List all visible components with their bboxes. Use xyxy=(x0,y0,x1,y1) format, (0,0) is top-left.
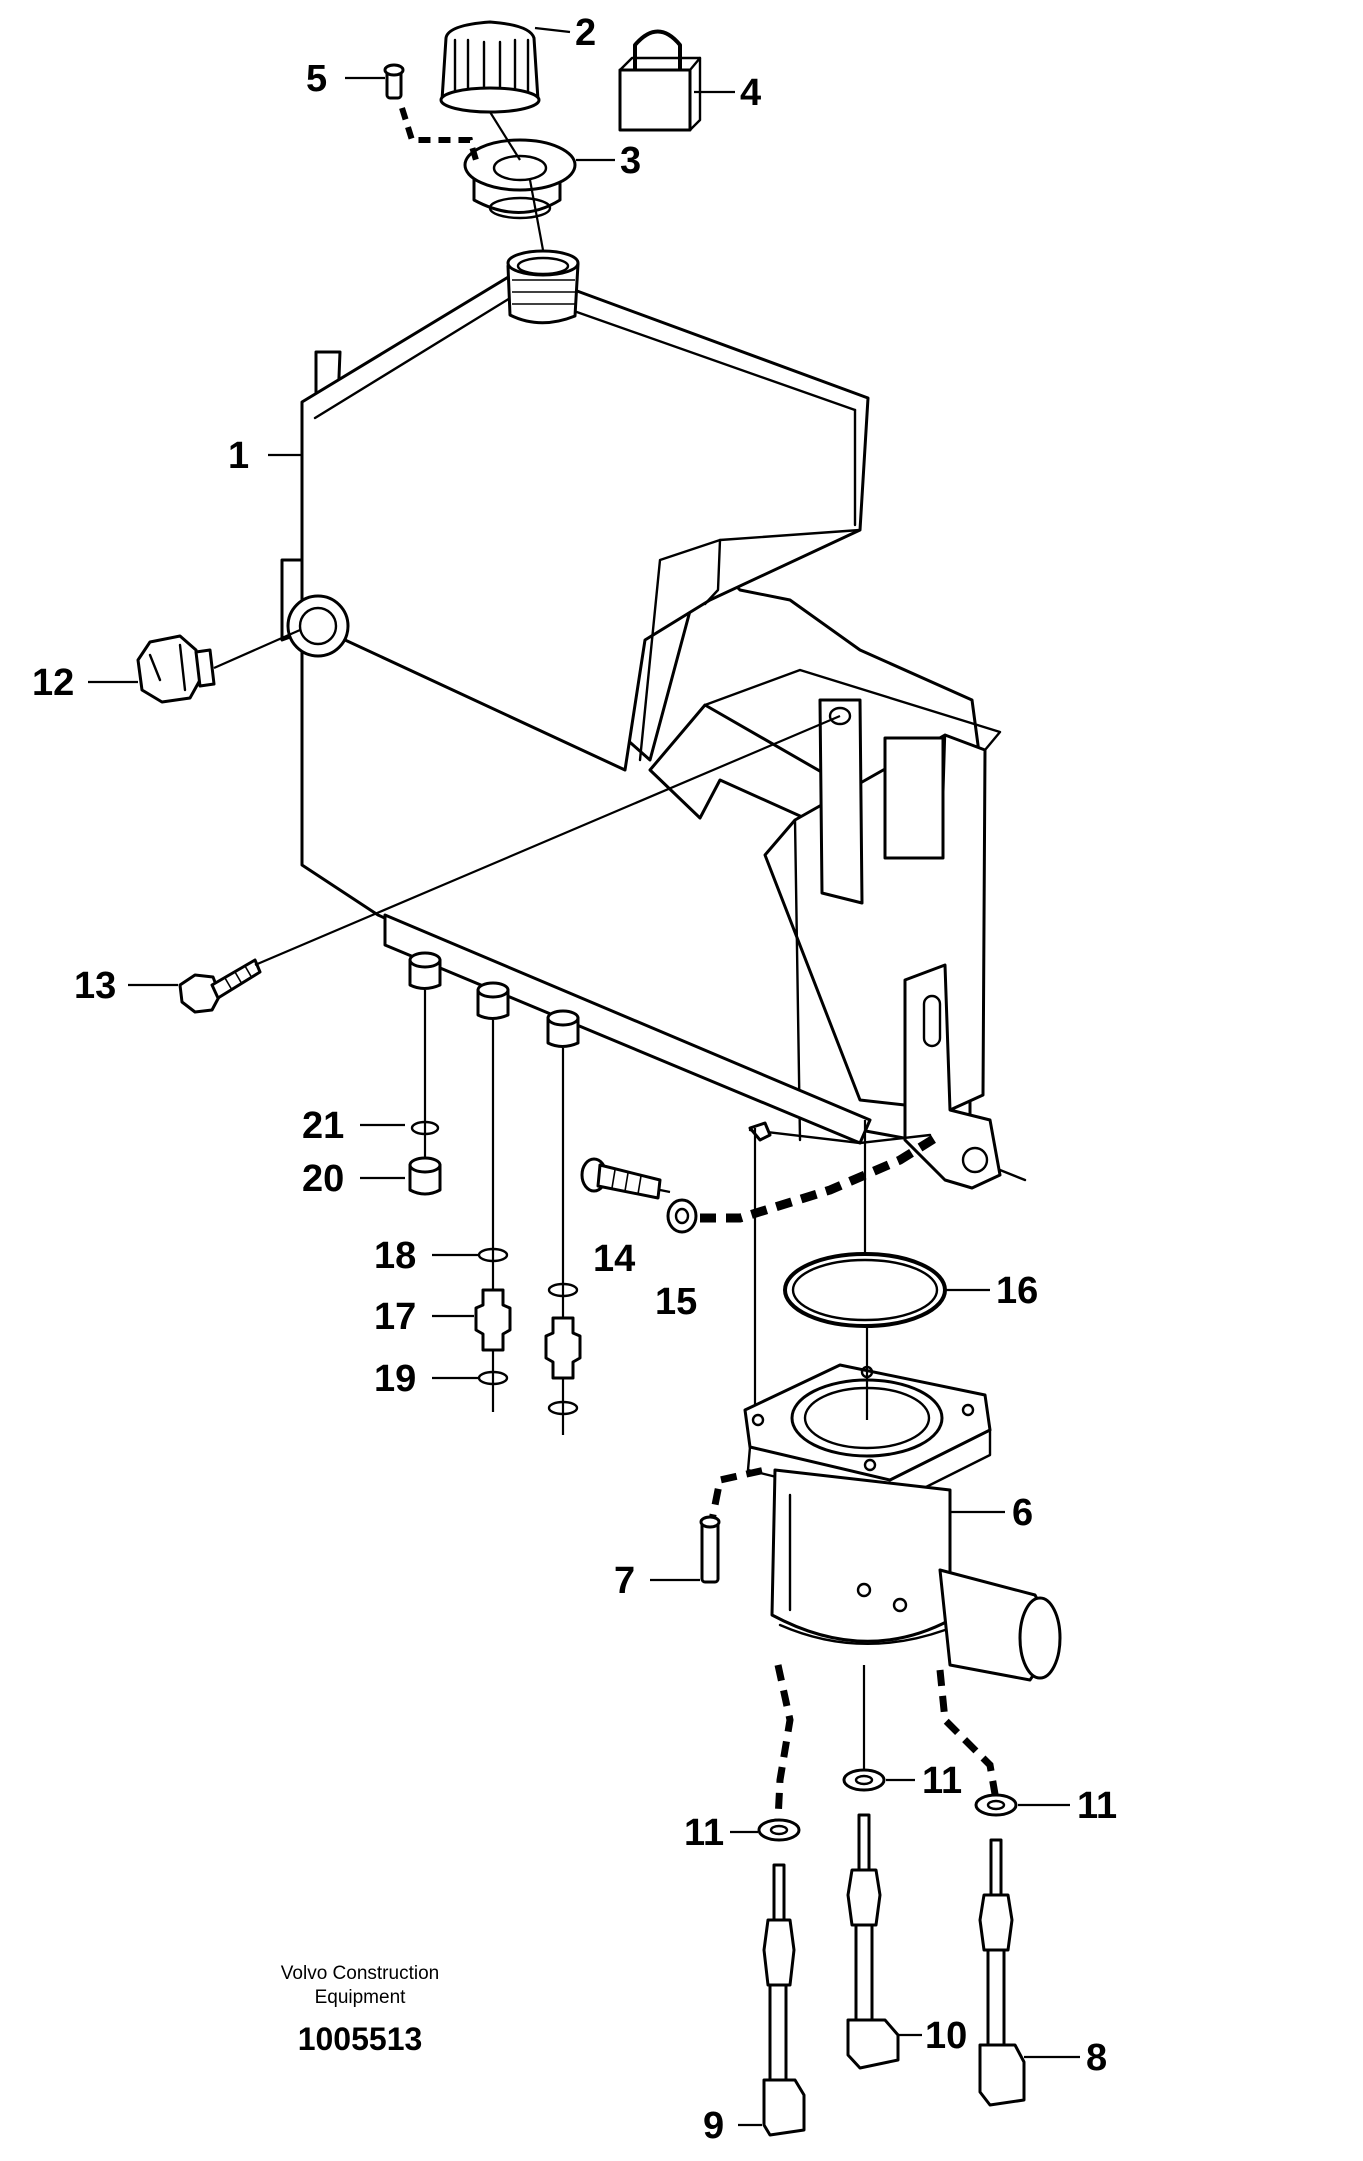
callout-11-left: 11 xyxy=(684,1812,725,1854)
callout-16: 16 xyxy=(996,1270,1039,1312)
drawing-number: 1005513 xyxy=(297,2021,423,2057)
callout-5: 5 xyxy=(306,58,328,100)
callout-2: 2 xyxy=(575,12,597,54)
bolt-part-13 xyxy=(178,714,841,1014)
screw-part-5 xyxy=(383,63,479,161)
sensor-part-8 xyxy=(936,1669,1026,2107)
callout-11-right: 11 xyxy=(1077,1785,1118,1827)
company-name-line2: Equipment xyxy=(314,1987,406,2008)
callout-14: 14 xyxy=(593,1238,636,1280)
housing-part-6 xyxy=(706,1325,1062,1682)
callout-19: 19 xyxy=(374,1358,417,1400)
sensor-part-9 xyxy=(757,1664,806,2137)
padlock-part-4 xyxy=(618,29,702,132)
company-name-line1: Volvo Construction xyxy=(280,1963,440,1984)
company-caption: Volvo Construction Equipment xyxy=(250,1962,470,2010)
callout-3: 3 xyxy=(620,140,642,182)
callout-10: 10 xyxy=(925,2015,968,2057)
callout-15: 15 xyxy=(655,1281,698,1323)
callout-7: 7 xyxy=(614,1560,636,1602)
filler-cap-part-2 xyxy=(439,20,541,114)
drain-plug-assembly xyxy=(408,990,442,1196)
callout-6: 6 xyxy=(1012,1492,1034,1534)
callout-11-center: 11 xyxy=(922,1760,963,1802)
bolt-part-14 xyxy=(580,1157,671,1200)
callout-18: 18 xyxy=(374,1235,417,1277)
callout-21: 21 xyxy=(302,1105,345,1147)
tank-part-1 xyxy=(280,249,1027,1190)
screw-part-7 xyxy=(699,1515,721,1584)
nipple-assembly-left xyxy=(474,1020,512,1412)
o-ring-part-16 xyxy=(753,1120,947,1425)
nipple-assembly-right xyxy=(544,1048,582,1435)
callout-13: 13 xyxy=(74,965,117,1007)
callout-17: 17 xyxy=(374,1296,417,1338)
washer-part-15 xyxy=(666,1131,943,1234)
callout-9: 9 xyxy=(703,2105,725,2147)
sensor-part-10 xyxy=(842,1665,900,2070)
callout-12: 12 xyxy=(32,662,75,704)
plug-part-12 xyxy=(136,628,301,704)
callout-20: 20 xyxy=(302,1158,345,1200)
callout-1: 1 xyxy=(228,435,250,477)
callout-4: 4 xyxy=(740,72,762,114)
callout-8: 8 xyxy=(1086,2037,1108,2079)
adapter-ring-part-3 xyxy=(463,111,577,251)
leader-lines xyxy=(88,26,1080,2127)
